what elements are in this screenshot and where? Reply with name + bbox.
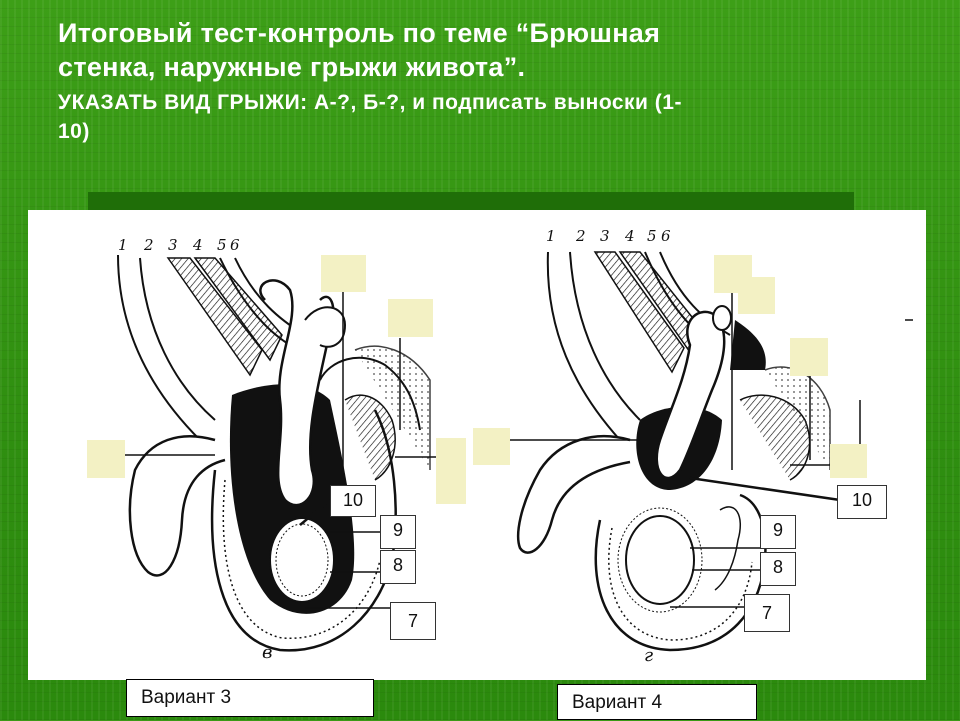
task-instruction: УКАЗАТЬ ВИД ГРЫЖИ: А-?, Б-?, и подписать… [58, 88, 938, 146]
right-layer-number-4: 4 [625, 227, 635, 245]
right-figure-letter: г [644, 645, 654, 666]
right-answer-box-right[interactable] [830, 444, 867, 478]
figure-shadow-strip [88, 192, 854, 212]
left-layer-number-6: 6 [230, 236, 240, 254]
right-answer-box-side[interactable] [473, 428, 510, 465]
right-answer-box-top-2[interactable] [738, 277, 775, 314]
left-layer-number-2: 2 [144, 236, 154, 254]
title-line-2: стенка, наружные грыжи живота”. [58, 52, 526, 82]
left-layer-number-4: 4 [193, 236, 203, 254]
left-callout-7: 7 [390, 602, 436, 640]
right-layer-number-2: 2 [576, 227, 586, 245]
right-layer-number-1: 1 [546, 227, 556, 245]
right-answer-box-upper-right[interactable] [790, 338, 828, 376]
right-callout-9: 9 [760, 515, 796, 549]
title-line-1: Итоговый тест-контроль по теме “Брюшная [58, 18, 661, 48]
task-line-2: 10) [58, 120, 90, 143]
right-callout-8: 8 [760, 552, 796, 586]
slide-title-block: Итоговый тест-контроль по теме “Брюшная … [58, 16, 938, 146]
left-answer-box-side[interactable] [87, 440, 125, 478]
left-callout-8: 8 [380, 550, 416, 584]
left-callout-10: 10 [330, 485, 376, 517]
slide-title: Итоговый тест-контроль по теме “Брюшная … [58, 16, 938, 84]
left-layer-number-1: 1 [118, 236, 128, 254]
right-callout-7: 7 [744, 594, 790, 632]
left-figure-letter: в [262, 642, 273, 663]
right-layer-number-6: 6 [661, 227, 671, 245]
left-layer-number-5: 5 [217, 236, 227, 254]
left-figure-drawing [117, 254, 436, 652]
left-answer-box-top[interactable] [321, 255, 366, 292]
right-figure-drawing [510, 251, 913, 652]
left-callout-9: 9 [380, 515, 416, 549]
variant-4-label: Вариант 4 [557, 684, 757, 720]
variant-3-label: Вариант 3 [126, 679, 374, 717]
left-answer-box-upper-right[interactable] [388, 299, 433, 337]
right-callout-10: 10 [837, 485, 887, 519]
task-line-1: УКАЗАТЬ ВИД ГРЫЖИ: А-?, Б-?, и подписать… [58, 91, 682, 114]
left-answer-box-right[interactable] [436, 438, 466, 504]
right-layer-number-3: 3 [600, 227, 610, 245]
right-layer-number-5: 5 [647, 227, 657, 245]
left-layer-number-3: 3 [168, 236, 178, 254]
